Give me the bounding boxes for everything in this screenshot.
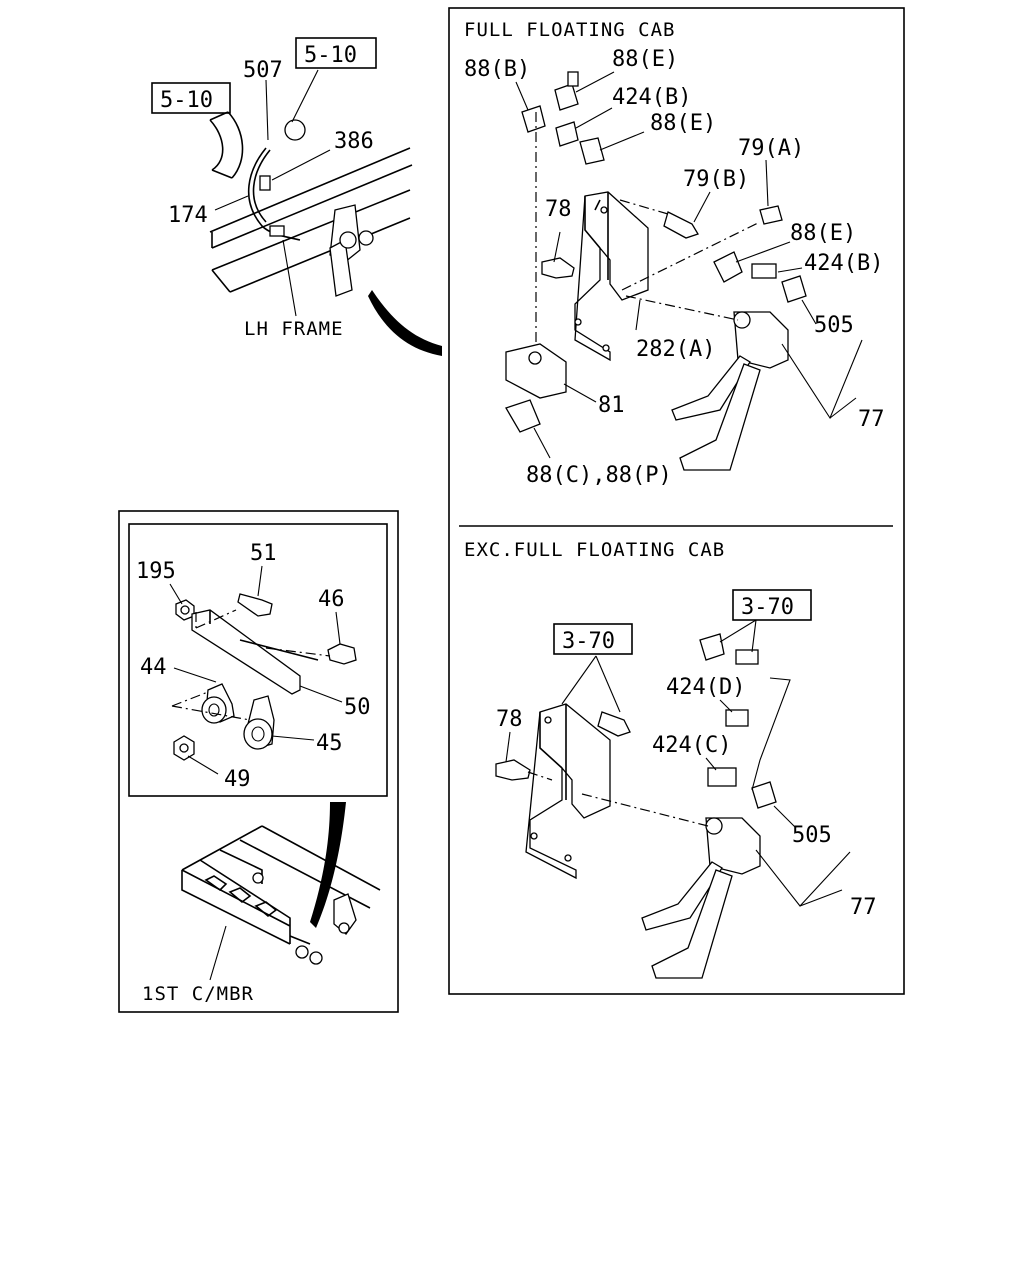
fitting-505	[781, 275, 807, 303]
bolt-46	[327, 643, 357, 665]
fitting-88e-right	[713, 251, 743, 283]
horn-overview-right	[309, 951, 323, 965]
fitting-88c-88p	[505, 399, 541, 433]
label-79b: 79(B)	[683, 167, 749, 192]
inset-pointer-arrow	[310, 802, 346, 928]
label-44: 44	[140, 655, 167, 680]
label-424b-top: 424(B)	[612, 85, 691, 110]
exc-full-floating-cab-section: EXC.FULL FLOATING CAB 3-70 3-70	[464, 539, 877, 979]
label-49: 49	[224, 767, 251, 792]
fitting-88e-mid	[579, 137, 605, 165]
air-horn-trumpet-upper	[671, 355, 751, 421]
inset-frame	[118, 510, 399, 1013]
label-77-top: 77	[858, 407, 885, 432]
fitting-507	[284, 119, 306, 141]
horn-bracket-overview	[333, 893, 357, 935]
connector-424c	[707, 767, 737, 787]
label-78-top: 78	[545, 197, 572, 222]
ref-box-3-70-left	[553, 623, 633, 655]
fitting-elbow-top	[699, 633, 725, 661]
label-1st-cmbr: 1ST C/MBR	[142, 983, 254, 1005]
frame-rail	[209, 147, 413, 293]
label-282a: 282(A)	[636, 337, 715, 362]
label-195: 195	[136, 559, 176, 584]
fitting-88b	[521, 105, 546, 133]
valve-81	[505, 343, 567, 399]
label-77-lower: 77	[850, 895, 877, 920]
label-424c: 424(C)	[652, 733, 731, 758]
lh-frame-overview: 5-10 5-10 507 386 174 LH FRAME	[151, 37, 442, 356]
air-horn-trumpet-lower	[679, 363, 761, 471]
label-386: 386	[334, 129, 374, 154]
horn-overview-left	[295, 945, 309, 959]
bolt-upper	[597, 711, 631, 737]
connector-424b-top	[555, 121, 579, 147]
bolt-79a	[759, 205, 783, 225]
detail-frame	[448, 7, 905, 995]
label-424d: 424(D)	[666, 675, 745, 700]
connector-424d	[725, 709, 749, 727]
connector-424b-right	[751, 263, 777, 279]
title-full-floating-cab: FULL FLOATING CAB	[464, 19, 675, 41]
horn-disc-right	[243, 718, 273, 750]
title-exc-full-floating-cab: EXC.FULL FLOATING CAB	[464, 539, 725, 561]
fitting-505-lower	[751, 781, 777, 809]
label-507: 507	[243, 58, 283, 83]
detail-pointer-arrow	[368, 290, 442, 356]
connector-top	[735, 649, 759, 665]
label-88e-right: 88(E)	[790, 221, 856, 246]
label-51: 51	[250, 541, 277, 566]
ref-3-70-left: 3-70	[562, 629, 615, 654]
ref-5-10-top: 5-10	[304, 43, 357, 68]
bracket-282a	[574, 191, 649, 362]
ref-5-10-left: 5-10	[160, 88, 213, 113]
electric-horn-detail: 195 51 46 44 50 45 49	[136, 541, 371, 792]
fitting-88e-top	[554, 83, 579, 111]
label-174: 174	[168, 203, 208, 228]
label-424b-right: 424(B)	[804, 251, 883, 276]
clip-386	[259, 175, 271, 191]
label-88e-mid: 88(E)	[650, 111, 716, 136]
label-45: 45	[316, 731, 343, 756]
ref-3-70-right: 3-70	[741, 595, 794, 620]
label-505-top: 505	[814, 313, 854, 338]
label-79a: 79(A)	[738, 136, 804, 161]
air-tank-outline	[209, 111, 244, 179]
label-78-lower: 78	[496, 707, 523, 732]
label-46: 46	[318, 587, 345, 612]
horn-disc-left	[201, 696, 227, 724]
label-50: 50	[344, 695, 371, 720]
ref-box-3-70-right	[732, 589, 812, 621]
air-horn-trumpet-upper-lower	[641, 861, 723, 931]
label-88e-top: 88(E)	[612, 47, 678, 72]
label-81: 81	[598, 393, 625, 418]
bolt-78	[541, 257, 575, 279]
inset-detail-frame	[128, 523, 388, 797]
crossmember-overview: 1ST C/MBR	[142, 802, 381, 1005]
label-lh-frame: LH FRAME	[244, 318, 344, 340]
label-88c-88p: 88(C),88(P)	[526, 463, 672, 488]
label-505-lower: 505	[792, 823, 832, 848]
bolt-79b	[663, 211, 699, 239]
ref-box-5-10-left	[151, 82, 231, 114]
ref-box-5-10-top	[295, 37, 377, 69]
full-floating-cab-section: FULL FLOATING CAB	[464, 19, 885, 488]
bolt-51	[237, 593, 273, 617]
bolt-78-lower	[495, 759, 531, 781]
crossmember-body	[181, 825, 291, 945]
bracket-lower	[525, 703, 611, 880]
air-horn-trumpet-lower-lower	[651, 869, 733, 979]
label-88b: 88(B)	[464, 57, 530, 82]
